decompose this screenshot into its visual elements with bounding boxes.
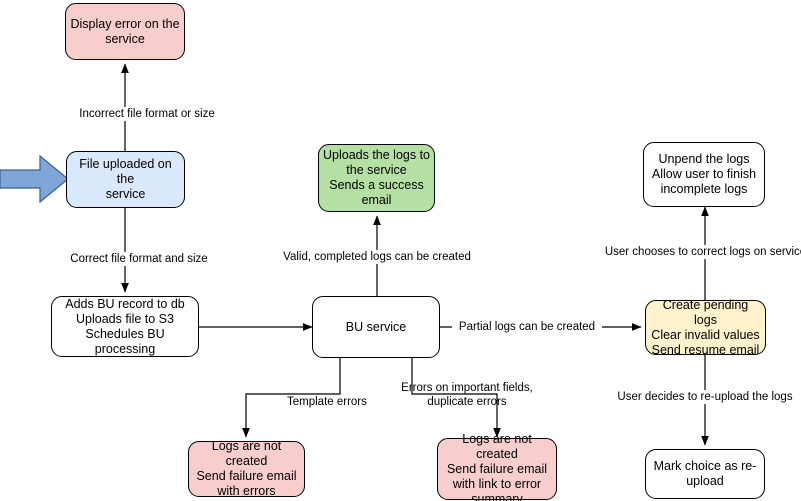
edge-label-template-errors: Template errors [287, 396, 367, 408]
edge-label-partial-logs: Partial logs can be created [452, 320, 602, 334]
node-unpend-logs[interactable]: Unpend the logs Allow user to finish inc… [643, 142, 765, 207]
node-uploads-logs[interactable]: Uploads the logs to the service Sends a … [318, 144, 435, 212]
node-display-error[interactable]: Display error on the service [65, 3, 185, 60]
edge-label-user-corrects: User chooses to correct logs on service [588, 245, 801, 259]
edge-label-important-errors: Errors on important fields, duplicate er… [401, 382, 533, 408]
edge-label-correct-format: Correct file format and size [53, 252, 225, 266]
node-file-uploaded[interactable]: File uploaded on the service [66, 151, 185, 208]
edge-label-user-reupload: User decides to re-upload the logs [606, 390, 801, 404]
node-adds-bu-record[interactable]: Adds BU record to db Uploads file to S3 … [51, 296, 199, 357]
edge-label-incorrect-format: Incorrect file format or size [57, 107, 237, 121]
node-logs-not-created-summary[interactable]: Logs are not created Send failure email … [437, 432, 557, 501]
node-bu-service[interactable]: BU service [312, 296, 440, 358]
entry-arrow-icon [0, 154, 69, 204]
node-mark-choice-reupload[interactable]: Mark choice as re- upload [645, 449, 765, 499]
node-create-pending-logs[interactable]: Create pending logs Clear invalid values… [645, 298, 766, 357]
edge-label-valid-logs: Valid, completed logs can be created [266, 250, 488, 264]
node-logs-not-created-errors[interactable]: Logs are not created Send failure email … [188, 439, 305, 498]
